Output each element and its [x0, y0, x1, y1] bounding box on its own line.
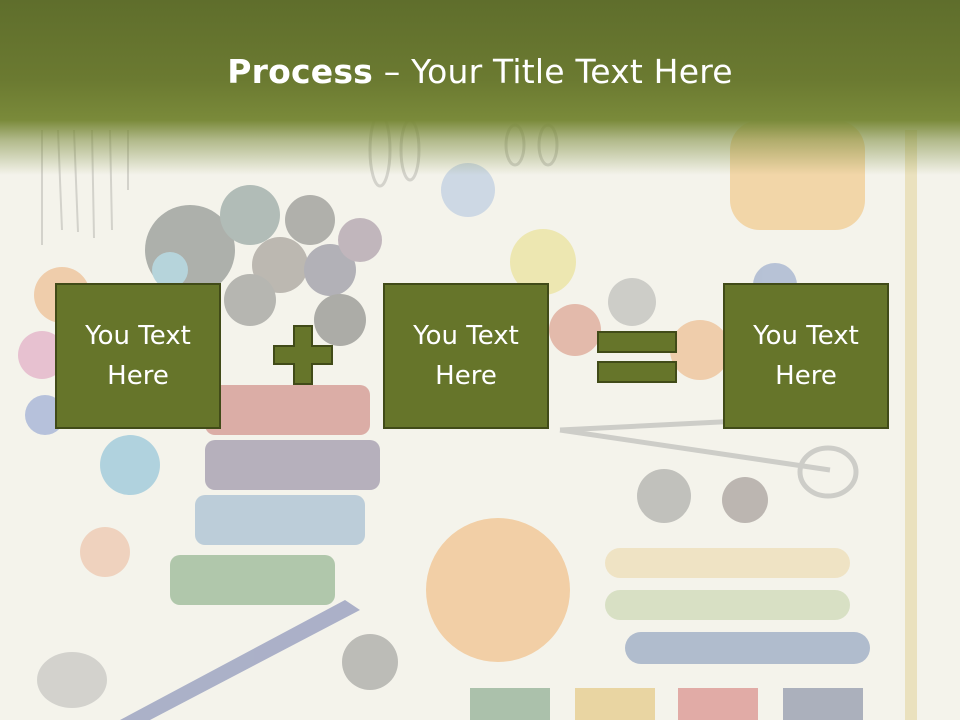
plus-icon: [273, 325, 333, 385]
slide-title: Process – Your Title Text Here: [0, 52, 960, 91]
process-box-1-label: You Text Here: [85, 321, 191, 391]
process-box-2: You Text Here: [383, 283, 549, 429]
process-box-3: You Text Here: [723, 283, 889, 429]
process-box-1: You Text Here: [55, 283, 221, 429]
process-box-2-label: You Text Here: [413, 321, 519, 391]
process-box-3-label: You Text Here: [753, 321, 859, 391]
title-bold: Process: [227, 52, 374, 91]
title-bar: [0, 0, 960, 175]
title-rest: – Your Title Text Here: [373, 52, 733, 91]
equals-icon: [597, 331, 677, 383]
